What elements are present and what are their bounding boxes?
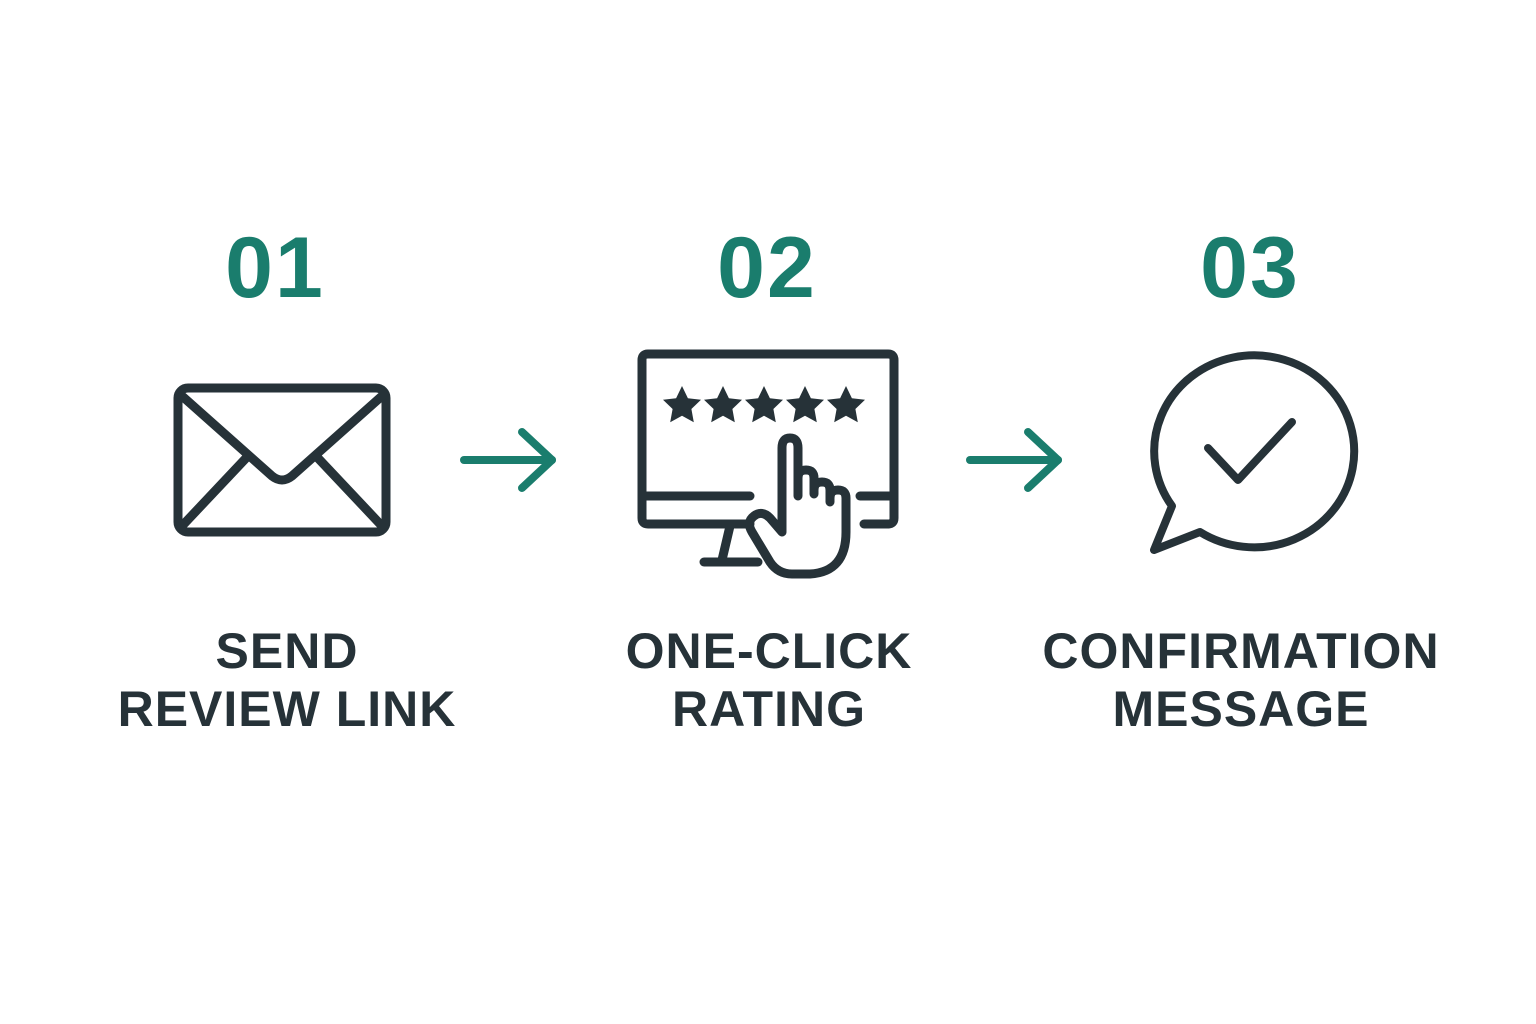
step-2-label-line-1: ONE-CLICK — [625, 623, 913, 679]
step-2-label: ONE-CLICK RATING — [559, 622, 979, 738]
monitor-star-rating-click-icon — [637, 349, 899, 579]
envelope-icon — [173, 383, 391, 537]
step-2-number: 02 — [717, 220, 817, 316]
step-3-label-line-2: MESSAGE — [1112, 681, 1370, 737]
step-3-number: 03 — [1200, 220, 1300, 316]
arrow-right-icon — [460, 428, 556, 492]
step-1-number: 01 — [225, 220, 325, 316]
speech-bubble-check-icon — [1150, 351, 1359, 554]
step-3-label-line-1: CONFIRMATION — [1042, 623, 1440, 679]
step-1-label: SEND REVIEW LINK — [77, 622, 497, 738]
arrow-right-icon — [966, 428, 1062, 492]
step-1-label-line-2: REVIEW LINK — [117, 681, 457, 737]
step-2-label-line-2: RATING — [672, 681, 866, 737]
rating-stars — [663, 386, 865, 423]
step-1-label-line-1: SEND — [215, 623, 359, 679]
step-3-label: CONFIRMATION MESSAGE — [1031, 622, 1451, 738]
